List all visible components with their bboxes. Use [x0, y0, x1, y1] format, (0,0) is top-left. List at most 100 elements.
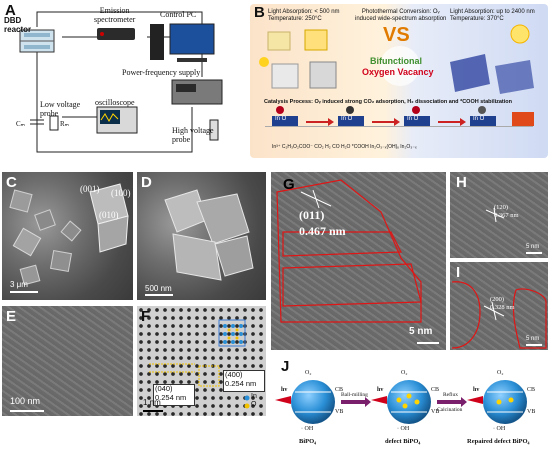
panel-d-label: D [141, 174, 152, 191]
panel-h-label: H [456, 174, 467, 191]
mid-title: Photothermal Conversion: Oᵥ induced wide… [355, 9, 447, 22]
haadf-overlay [149, 319, 250, 409]
d-spacing-g: 0.467 nm [299, 224, 346, 238]
oh-1: · OH [301, 426, 314, 432]
catalysis-label: Catalysis Process: Oᵥ induced strong CO₂… [264, 99, 513, 105]
scale-text-e: 100 nm [10, 396, 41, 406]
panel-e-label: E [6, 308, 17, 325]
panel-i-label: I [456, 264, 461, 281]
high-voltage-probe-icon [209, 119, 219, 141]
d400-box [223, 370, 265, 392]
scale-text-f: 1 nm [143, 398, 161, 407]
hrtem-i-overlay [451, 281, 547, 349]
vb-1: VB [335, 409, 344, 415]
photocatalysis-scheme [275, 380, 527, 424]
ino-label-1: In O [275, 116, 287, 122]
scale-text-i: 5 nm [526, 336, 540, 342]
panel-b: B Light Absorption: < 500 nm Temperature… [250, 4, 548, 158]
legend-o: O [251, 401, 257, 408]
o2-2: O₂ [401, 370, 408, 376]
control-pc-label: Control PC [160, 10, 197, 19]
i-spacing: (200) 0.328 nm [490, 296, 515, 311]
scale-bar-g [417, 342, 439, 344]
d040-box [153, 384, 195, 406]
sphere-repaired [483, 380, 527, 424]
sem-cubes [9, 183, 129, 286]
control-pc-icon [169, 23, 215, 55]
scale-bar-c [10, 291, 38, 293]
o2-3: O₂ [497, 370, 504, 376]
panel-f-label: F [141, 308, 151, 325]
oh-2: · OH [397, 426, 410, 432]
cb-1: CB [335, 387, 344, 393]
scale-text-d: 500 nm [145, 284, 172, 293]
name-defect: defect BiPO₄ [385, 438, 421, 445]
power-label: Power-frequency supply [122, 68, 201, 77]
oxygen-vacancy-label: Oxygen Vacancy [362, 67, 434, 77]
panel-h: H (120) 0.367 nm 5 nm [450, 172, 548, 258]
hrtem-outline [276, 179, 422, 323]
panel-c-label: C [6, 174, 17, 191]
left-temperature: Temperature: 250°C [268, 16, 322, 22]
panel-b-label: B [254, 4, 265, 21]
bifunctional-label: Bifunctional [370, 56, 422, 66]
high-probe-label: High voltage probe [172, 126, 214, 144]
dbd-label: DBD reactor [4, 16, 32, 34]
scale-bar-e [10, 410, 44, 412]
legend-in: In [251, 393, 257, 400]
left-absorption: Light Absorption: < 500 nm [268, 9, 340, 15]
rm-label: Rₘ [60, 120, 70, 128]
scale-bar-i [526, 344, 542, 346]
name-repaired: Repaired defect BiPO₄ [467, 438, 530, 445]
hrtem-h-overlay [485, 207, 505, 223]
panel-j-label: J [281, 358, 290, 375]
cb-3: CB [527, 387, 536, 393]
panel-e: E 100 nm [2, 306, 133, 416]
cb-2: CB [431, 387, 440, 393]
panel-a-label: A [5, 2, 16, 19]
ino-label-4: In O [473, 116, 485, 122]
name-bipo4: BiPO₄ [299, 438, 317, 445]
right-absorption: Light Absorption: up to 2400 nm [450, 9, 535, 15]
hv-2: hv [377, 387, 384, 393]
panel-f: F (040) 0.254 nm (400) 0.254 nm 1 nm In … [137, 306, 266, 416]
circuit-diagram [19, 11, 223, 153]
ball-milling: Ball-milling [341, 392, 368, 398]
right-temperature: Temperature: 370°C [450, 16, 504, 22]
hv-3: hv [473, 387, 480, 393]
low-probe-label: Low voltage probe [40, 100, 81, 118]
h-spacing: (120) 0.367 nm [494, 204, 519, 219]
hv-1: hv [281, 387, 288, 393]
panel-c: C (001) (100) (010) 3 μm [2, 172, 133, 300]
scale-text-g: 5 nm [409, 326, 433, 337]
ino-label-3: In O [407, 116, 419, 122]
facet-100: (100) [111, 188, 131, 198]
mechanism-illustration [259, 24, 534, 127]
scale-text-h: 5 nm [526, 244, 540, 250]
sun-icon-right [510, 24, 530, 44]
reflux: Reflux [443, 392, 458, 398]
emission-label: Emission spectrometer [94, 6, 136, 24]
scale-bar-h [526, 252, 542, 254]
spectrometer-icon [97, 28, 135, 40]
ino-label-2: In O [341, 116, 353, 122]
facet-001: (001) [80, 184, 100, 194]
sphere-bipo4 [291, 380, 335, 424]
panel-j: J hv hv hv CB CB CB VB VB VB [271, 356, 548, 452]
sem-flower [164, 189, 254, 281]
scale-bar-f [143, 410, 163, 412]
o2-1: O₂ [305, 370, 312, 376]
plane-011: (011) [299, 208, 325, 222]
sun-icon [259, 57, 269, 67]
vb-2: VB [431, 409, 440, 415]
oscilloscope-label: oscilloscope [95, 98, 135, 107]
panel-i: I (200) 0.328 nm 5 nm [450, 262, 548, 350]
vb-3: VB [527, 409, 536, 415]
legend-strip: In³⁺ C₂H₃O₂COO⁻ CO₂ H₂ CO H₂O *COOH In₂O… [272, 144, 417, 150]
d400-label: (400) 0.254 nm [225, 370, 257, 388]
oh-3: · OH [493, 426, 506, 432]
panel-d: D 500 nm [137, 172, 266, 300]
facet-010: (010) [99, 210, 119, 220]
panel-a: A DBD reactor Emission spectrometer [2, 2, 245, 158]
d040-label: (040) 0.254 nm [155, 384, 187, 402]
